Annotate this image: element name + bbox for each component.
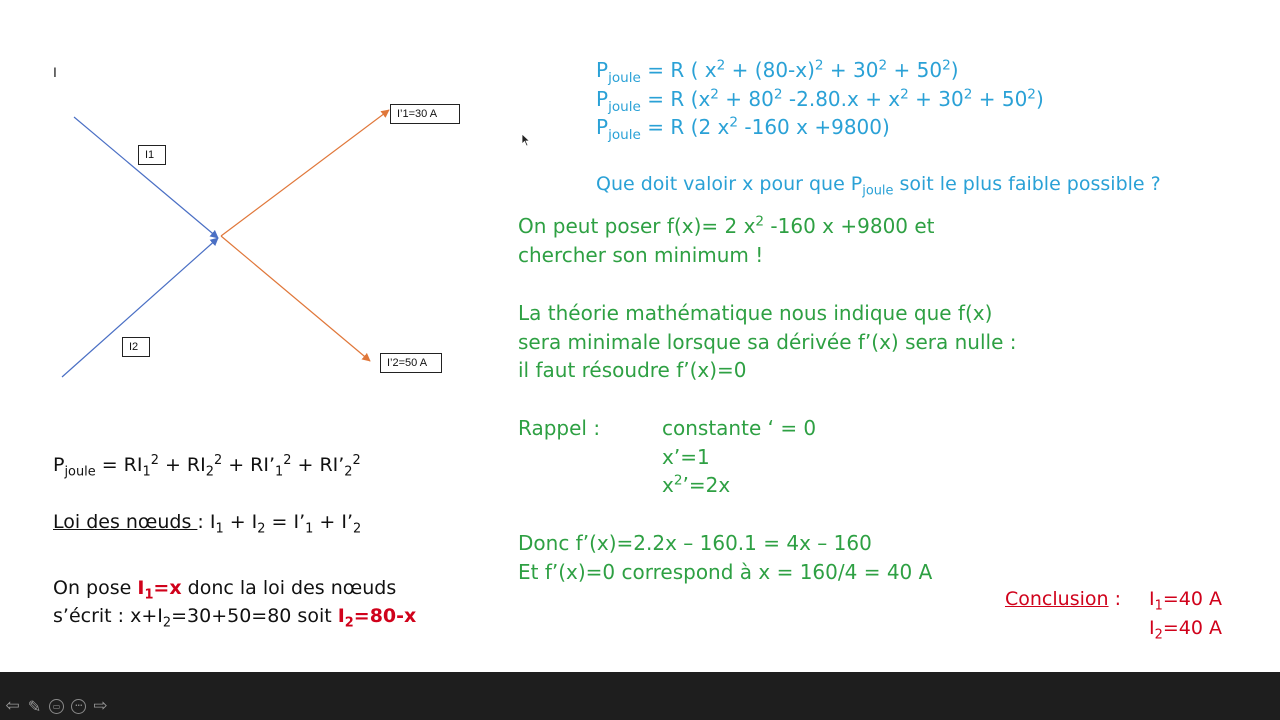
wire-iprime2-arrow <box>220 235 371 362</box>
theorie-line-2: sera minimale lorsque sa dérivée f’(x) s… <box>518 330 1017 354</box>
screen-icon[interactable]: ▭ <box>46 695 67 717</box>
prev-arrow-icon[interactable]: ⇦ <box>5 696 20 716</box>
theorie-line-3: il faut résoudre f’(x)=0 <box>518 358 747 382</box>
question-line: Que doit valoir x pour que Pjoule soit l… <box>596 173 1161 199</box>
slideshow-toolbar: ⇦ ✎ ▭ ••• ⇨ <box>2 694 111 718</box>
wire-i1-arrow <box>73 116 219 239</box>
pjoule-line-2: Pjoule = R (x2 + 802 -2.80.x + x2 + 302 … <box>596 86 1044 115</box>
donc-line-1: Donc f’(x)=2.2x – 160.1 = 4x – 160 <box>518 531 872 555</box>
mouse-pointer-icon <box>521 133 531 147</box>
pjoule-sum-formula: Pjoule = RI12 + RI22 + RI’12 + RI’22 <box>53 452 361 480</box>
wire-iprime1-arrow <box>220 109 390 237</box>
next-arrow-icon[interactable]: ⇨ <box>93 696 108 716</box>
secrit-line: s’écrit : x+I2=30+50=80 soit I2=80-x <box>53 605 417 631</box>
presentation-bottom-bar <box>0 672 1280 720</box>
label-i1: I1 <box>138 145 166 166</box>
pen-icon[interactable]: ✎ <box>27 696 42 716</box>
rappel-x2: x2’=2x <box>662 472 731 497</box>
more-icon[interactable]: ••• <box>68 695 89 717</box>
screen-icon-glyph: ▭ <box>49 698 64 714</box>
poser-line-1: On peut poser f(x)= 2 x2 -160 x +9800 et <box>518 213 935 238</box>
label-iprime1: I’1=30 A <box>390 104 460 125</box>
pjoule-line-3: Pjoule = R (2 x2 -160 x +9800) <box>596 114 890 143</box>
rappel-constante: constante ‘ = 0 <box>662 416 817 440</box>
conclusion-i2: I2=40 A <box>1149 617 1222 643</box>
label-i2: I2 <box>122 337 150 358</box>
on-pose-line: On pose I1=x donc la loi des nœuds <box>53 577 397 603</box>
more-icon-glyph: ••• <box>71 698 86 714</box>
donc-line-2: Et f’(x)=0 correspond à x = 160/4 = 40 A <box>518 560 933 584</box>
slide: I I1 I2 I’1=30 A I’2=50 A Pjoule = RI12 … <box>53 57 1222 643</box>
conclusion-i1: I1=40 A <box>1149 588 1222 614</box>
rappel-x: x’=1 <box>662 445 710 469</box>
text-cursor-mark: I <box>53 64 57 80</box>
wire-i2-arrow <box>61 237 219 378</box>
loi-des-noeuds: Loi des nœuds : I1 + I2 = I’1 + I’2 <box>53 511 362 537</box>
pjoule-line-1: Pjoule = R ( x2 + (80-x)2 + 302 + 502) <box>596 57 959 86</box>
current-diagram <box>61 109 390 378</box>
poser-line-2: chercher son minimum ! <box>518 243 764 267</box>
conclusion-label: Conclusion : <box>1005 588 1121 610</box>
theorie-line-1: La théorie mathématique nous indique que… <box>518 301 993 325</box>
label-iprime2: I’2=50 A <box>380 353 442 374</box>
rappel-label: Rappel : <box>518 416 601 440</box>
